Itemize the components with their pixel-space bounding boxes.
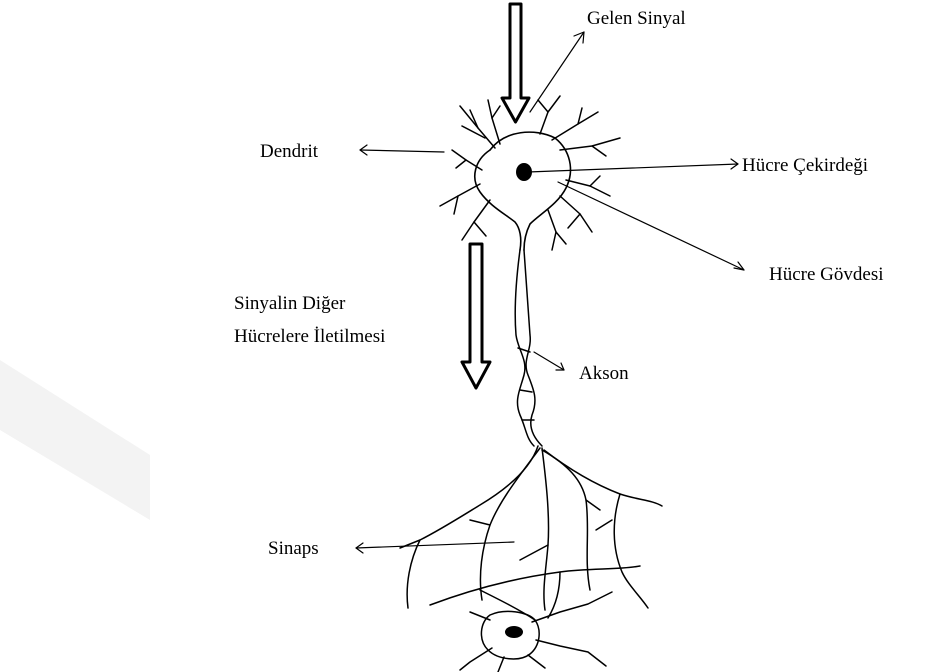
target-nucleus-shape — [505, 626, 523, 638]
label-incoming-signal: Gelen Sinyal — [587, 8, 686, 30]
axon-terminals — [400, 446, 662, 620]
label-nucleus: Hücre Çekirdeği — [742, 155, 868, 177]
watermark-shape — [0, 360, 150, 520]
label-transmission-line2: Hücrelere İletilmesi — [234, 326, 385, 348]
label-dendrite: Dendrit — [260, 141, 318, 163]
label-axon: Akson — [579, 363, 629, 385]
label-cell-body: Hücre Gövdesi — [769, 264, 884, 286]
incoming-signal-arrow — [502, 4, 529, 122]
label-transmission-line1: Sinyalin Diğer — [234, 293, 345, 315]
transmission-arrow — [462, 244, 490, 388]
label-synapse: Sinaps — [268, 538, 319, 560]
axon-shape — [515, 250, 542, 446]
target-cell-shape — [460, 592, 612, 672]
